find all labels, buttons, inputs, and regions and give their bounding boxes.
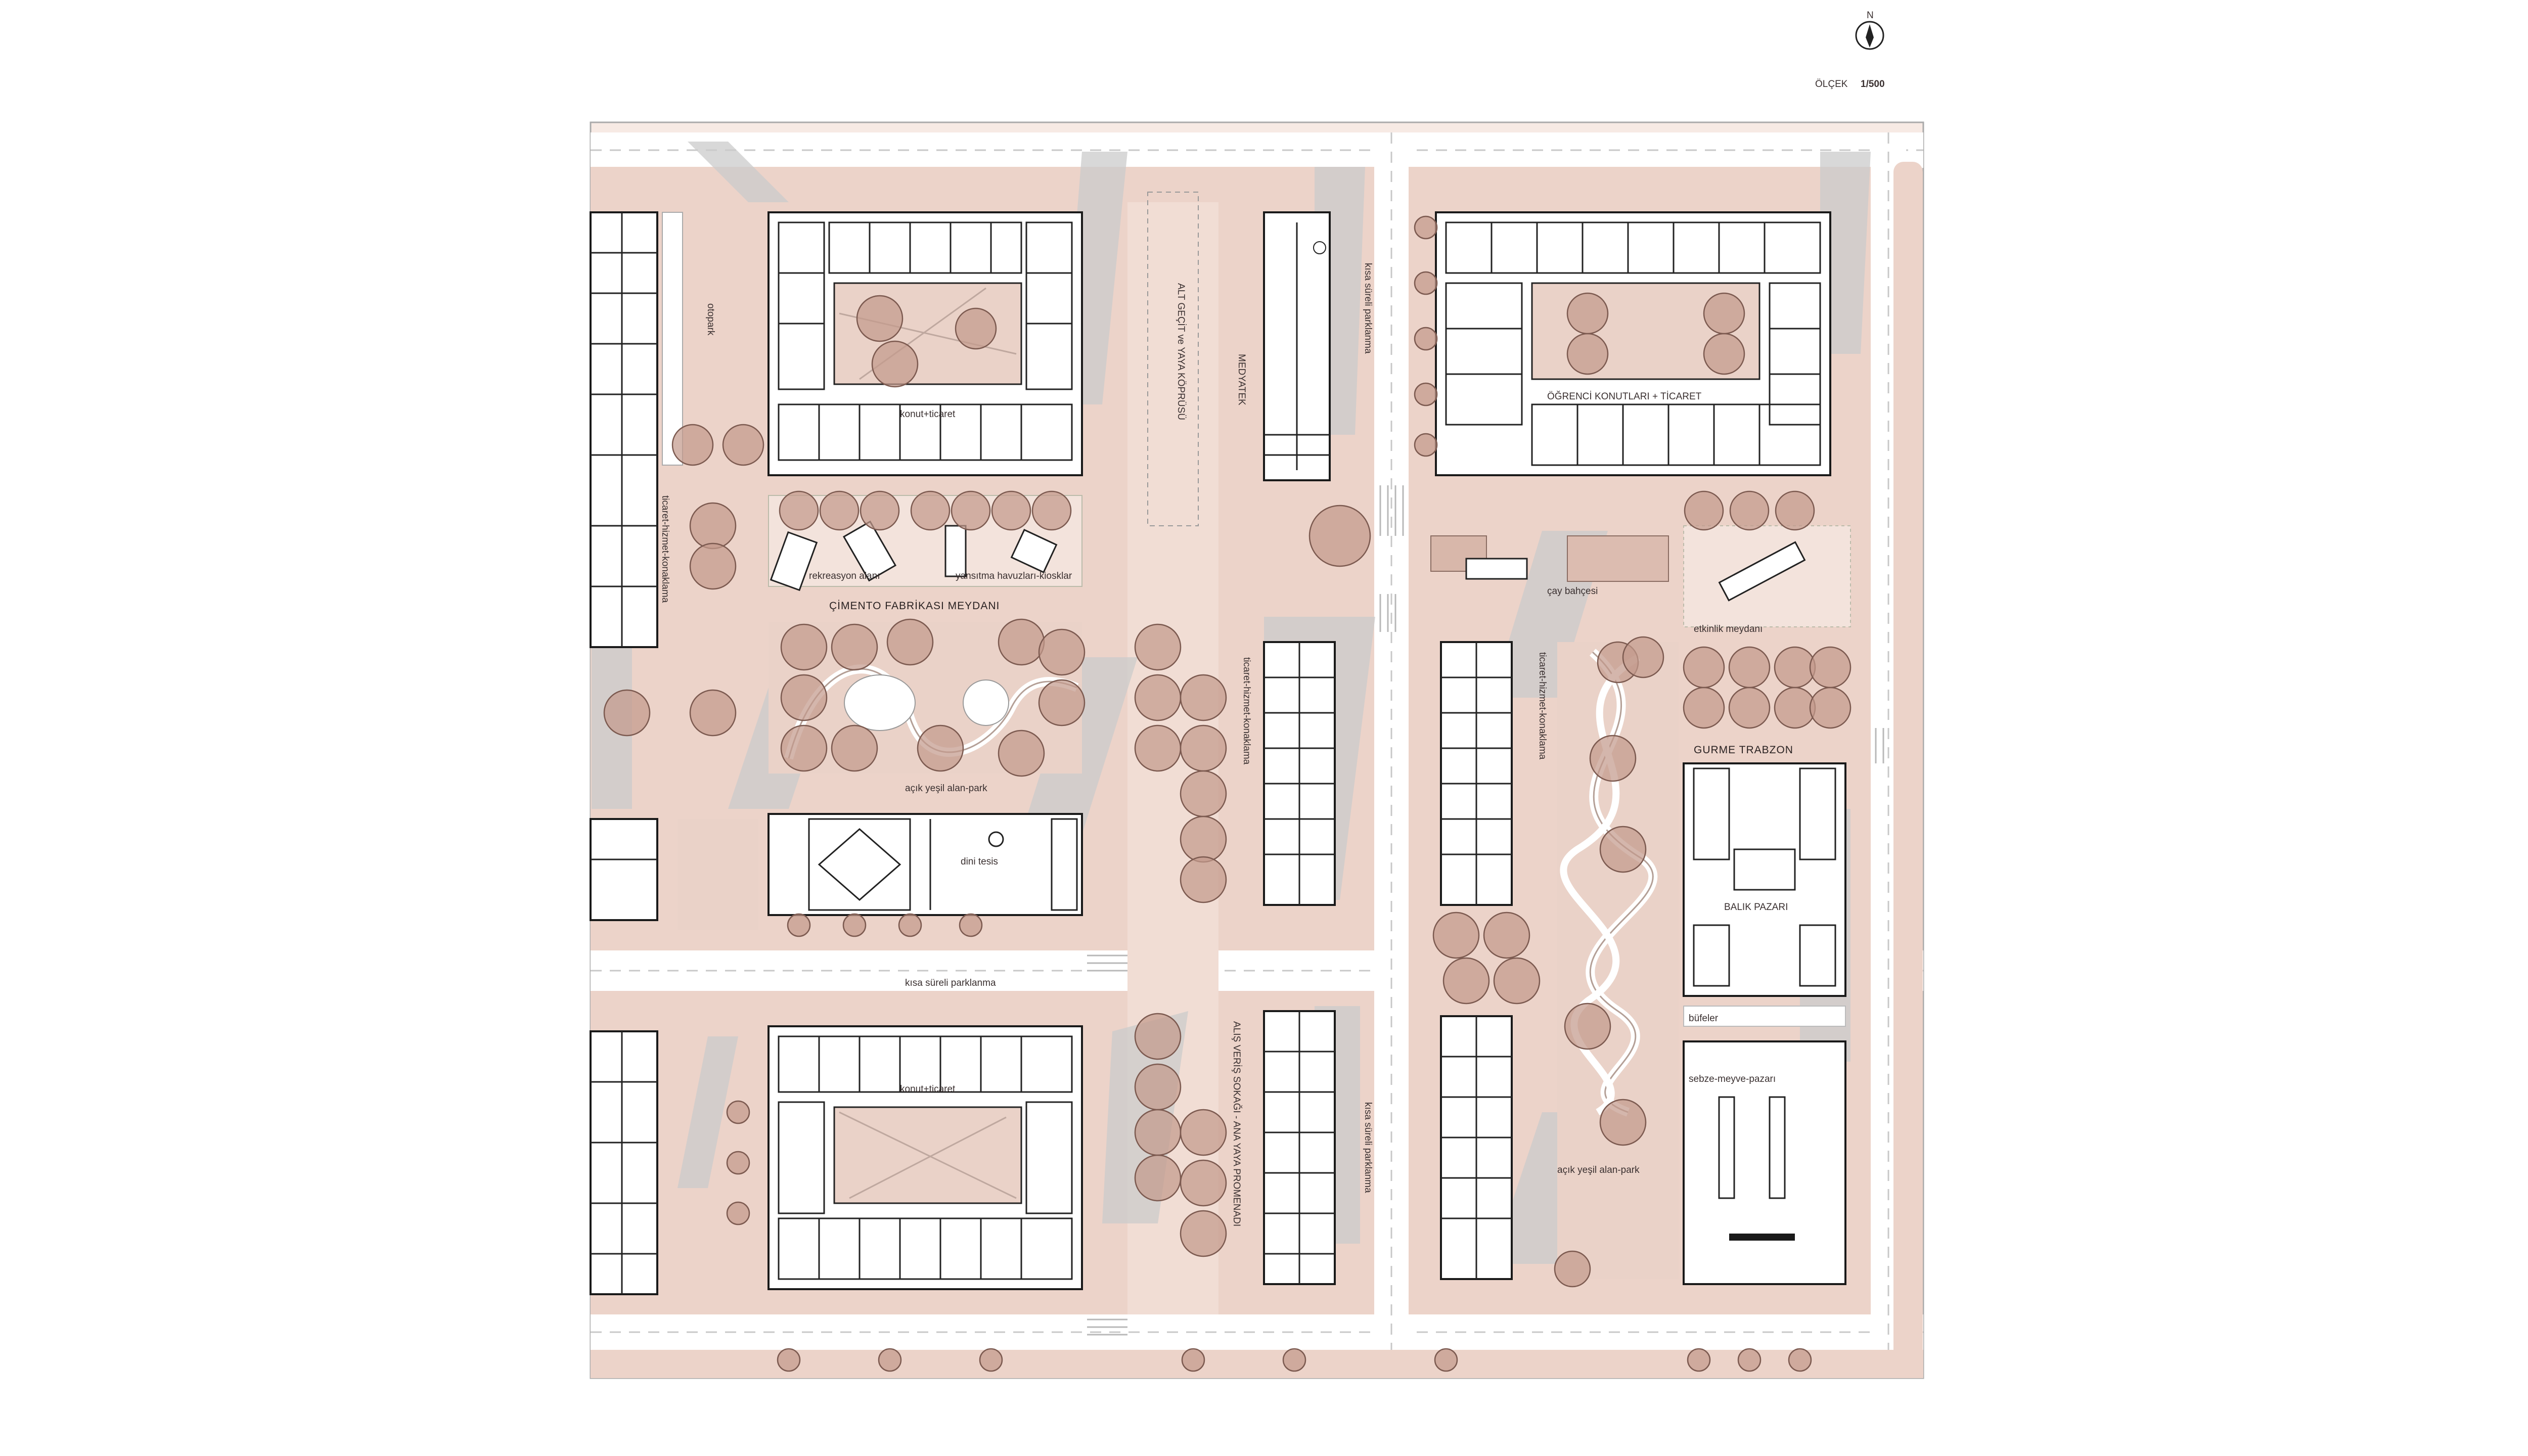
vegetable-market-building: [1683, 1040, 1846, 1285]
scale-label: ÖLÇEK: [1815, 79, 1848, 89]
label-alt-gecit: ALT GEÇİT ve YAYA KÖPRÜSÜ: [1176, 283, 1186, 420]
label-acik-yesil-right: açık yeşil alan-park: [1557, 1165, 1640, 1175]
label-kisa-parklanma-top: kısa süreli parklanma: [1363, 263, 1373, 354]
scale-value: 1/500: [1861, 79, 1885, 89]
label-ticaret-mid: ticaret-hizmet-konaklama: [1241, 657, 1252, 765]
commercial-row-bottom-right: [1440, 1015, 1513, 1280]
commercial-row-mid-left: [1263, 641, 1336, 906]
underpass-bridge: [1147, 192, 1199, 526]
label-cay-bahcesi: çay bahçesi: [1547, 586, 1598, 597]
housing-block-top: [768, 211, 1083, 476]
label-konut-ticaret-top: konut+ticaret: [900, 409, 956, 420]
left-housing-top: [590, 211, 658, 921]
tea-garden: [1430, 535, 1669, 582]
label-alisveris: ALIŞ VERİŞ SOKAĞI - ANA YAYA PROMENADI: [1231, 1021, 1242, 1226]
fish-market-building: [1683, 762, 1846, 997]
label-ogrenci-konutlari: ÖĞRENCİ KONUTLARI + TİCARET: [1547, 391, 1702, 402]
label-gurme: GURME TRABZON: [1694, 744, 1793, 756]
label-dini-tesis: dini tesis: [961, 856, 998, 867]
label-kisa-parklanma-bottom: kısa süreli parklanma: [1363, 1102, 1373, 1193]
label-ticaret-right: ticaret-hizmet-konaklama: [1537, 652, 1548, 760]
label-bufeler: büfeler: [1689, 1013, 1719, 1024]
label-cimento: ÇİMENTO FABRİKASI MEYDANI: [829, 600, 1000, 612]
event-square: [1683, 525, 1851, 627]
medyatek-building: [1263, 211, 1331, 481]
label-sebze: sebze-meyve-pazarı: [1689, 1074, 1776, 1084]
left-lot-plaza: [678, 819, 758, 930]
label-acik-yesil-left: açık yeşil alan-park: [905, 783, 987, 794]
commercial-row-mid-right: [1440, 641, 1513, 906]
north-arrow-icon: N: [1855, 10, 1884, 50]
label-balik-pazari: BALIK PAZARI: [1724, 902, 1788, 913]
tree-canopies: [603, 215, 1852, 1372]
label-yansitma: yansıtma havuzları-kiosklar: [956, 571, 1072, 581]
label-konut-ticaret-bottom: konut+ticaret: [900, 1084, 956, 1095]
student-housing-block: [1435, 211, 1831, 476]
commercial-row-bottom-left: [1263, 1010, 1336, 1285]
label-kisa-parklanma-mid: kısa süreli parklanma: [905, 978, 996, 988]
label-etkinlik: etkinlik meydanı: [1694, 624, 1763, 634]
label-ticaret-left: ticaret-hizmet-konaklama: [660, 495, 670, 603]
label-medyatek: MEDYATEK: [1236, 354, 1247, 405]
label-otopark: otopark: [705, 303, 716, 336]
religious-building: [768, 813, 1083, 916]
otopark-lot: [662, 212, 683, 466]
label-rekreasyon: rekreasyon alanı: [809, 571, 880, 581]
left-housing-bottom: [590, 1030, 658, 1295]
kiosk-strip: [1683, 1006, 1846, 1027]
housing-block-bottom: [768, 1025, 1083, 1290]
north-label: N: [1867, 10, 1874, 21]
